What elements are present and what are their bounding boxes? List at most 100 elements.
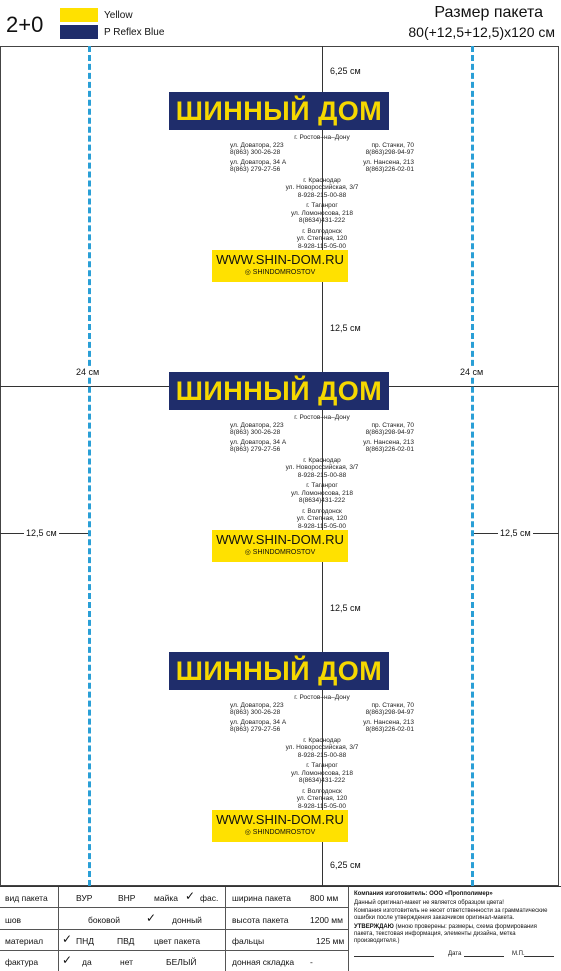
addr-item: ул. Степная, 120 [296, 795, 348, 802]
spec-table: вид пакета ВУР ВНР майка ✓ фас. ширина п… [0, 886, 561, 971]
city-taganrog: г. Таганрог [306, 482, 338, 489]
instagram-row: ◎ SHINDOMROSTOV [212, 548, 348, 557]
website-url[interactable]: WWW.SHIN-DOM.RU [216, 532, 344, 547]
addr-item: ул. Новороссийская, 3/7 [285, 464, 359, 471]
option-no[interactable]: нет [120, 957, 134, 967]
city-volgodonsk: г. Волгодонск [302, 787, 342, 795]
note-color: Данный оригинал-макет не является образц… [354, 900, 504, 906]
web-banner: WWW.SHIN-DOM.RU ◎ SHINDOMROSTOV [212, 810, 348, 842]
dim-mid1: 12,5 см [328, 323, 363, 333]
phone-item: 8-928-115-05-00 [298, 802, 346, 810]
package-size-title: Размер пакета [434, 4, 543, 21]
dim-mid2: 12,5 см [328, 603, 363, 613]
instagram-row: ◎ SHINDOMROSTOV [212, 828, 348, 837]
dim-bottom: 6,25 см [328, 860, 363, 870]
addr-item: пр. Стачки, 70 [371, 141, 414, 149]
addr-item: ул. Нансена, 213 [363, 718, 414, 726]
checkmark-icon: ✓ [185, 889, 196, 903]
manufacturer: Компания изготовитель: ООО «Пропполимер» [354, 891, 493, 897]
option-vnr[interactable]: ВНР [118, 893, 136, 903]
param-width-value: 800 мм [310, 893, 339, 903]
option-bottom[interactable]: донный [172, 915, 202, 925]
addr-item: ул. Ломоносова, 218 [290, 769, 354, 777]
phone-item: 8(863)298-94-97 [365, 709, 414, 716]
addr-row: 8(863) 300-26-28 8(863)298-94-97 [230, 709, 414, 717]
phone-item: 8(8634)431-222 [298, 217, 346, 224]
instagram-icon: ◎ [244, 549, 251, 556]
phone-item: 8(863) 300-26-28 [230, 429, 281, 436]
table-divider [0, 950, 348, 951]
phone-item: 8(8634)431-222 [298, 777, 346, 784]
option-side[interactable]: боковой [88, 915, 121, 925]
city-krasnodar: г. Краснодар [303, 176, 341, 184]
city-taganrog: г. Таганрог [306, 762, 338, 769]
yellow-swatch [60, 8, 98, 22]
dim-left-24: 24 см [74, 367, 102, 377]
approve-label: УТВЕРЖДАЮ [354, 924, 394, 930]
package-color-label: цвет пакета [154, 936, 201, 946]
checkmark-icon: ✓ [62, 953, 73, 967]
instagram-icon: ◎ [244, 829, 251, 836]
addr-item: ул. Доватора, 223 [230, 141, 284, 149]
row-label-package-type: вид пакета [5, 893, 48, 903]
option-vur[interactable]: ВУР [76, 893, 93, 903]
option-yes[interactable]: да [82, 957, 92, 967]
website-url[interactable]: WWW.SHIN-DOM.RU [216, 812, 344, 827]
checkmark-icon: ✓ [146, 911, 157, 925]
city-volgodonsk: г. Волгодонск [302, 227, 342, 235]
web-banner: WWW.SHIN-DOM.RU ◎ SHINDOMROSTOV [212, 250, 348, 282]
phone-item: 8-928-215-00-88 [297, 471, 347, 479]
signature-line [354, 956, 434, 957]
package-frame [0, 46, 559, 886]
addr-row: 8(863) 279-27-56 8(863)226-02-01 [230, 166, 414, 174]
brand-block-1: ШИННЫЙ ДОМ г. Ростов–на–Дону ул. Доватор… [169, 92, 475, 282]
param-height-label: высота пакета [232, 915, 289, 925]
phone-item: 8(863)226-02-01 [365, 726, 414, 733]
addr-item: ул. Нансена, 213 [363, 158, 414, 166]
param-bottom-fold-value: - [310, 957, 313, 967]
approve-note: (мною проверены: размеры, схема формиров… [354, 924, 537, 944]
logo: ШИННЫЙ ДОМ [169, 92, 389, 130]
phone-item: 8(863) 279-27-56 [230, 726, 281, 733]
table-divider [348, 887, 349, 971]
option-fas[interactable]: фас. [200, 893, 219, 903]
city-taganrog: г. Таганрог [306, 202, 338, 209]
option-pnd[interactable]: ПНД [76, 936, 95, 946]
approval-block: УТВЕРЖДАЮ (мною проверены: размеры, схем… [354, 924, 556, 945]
addr-row: ул. Доватора, 34 А ул. Нансена, 213 [230, 159, 414, 167]
instagram-handle: SHINDOMROSTOV [252, 549, 316, 556]
addr-item: ул. Степная, 120 [296, 515, 348, 522]
row-label-material: материал [5, 936, 44, 946]
phone-item: 8-928-215-00-88 [297, 191, 347, 199]
row-label-texture: фактура [5, 957, 39, 967]
left-gusset-line [88, 46, 91, 886]
blue-swatch [60, 25, 98, 39]
brand-block-2: ШИННЫЙ ДОМ г. Ростов–на–Дону ул. Доватор… [169, 372, 475, 562]
addr-item: ул. Новороссийская, 3/7 [285, 184, 359, 191]
option-pvd[interactable]: ПВД [117, 936, 135, 946]
addr-item: ул. Доватора, 34 А [230, 158, 287, 166]
option-mayka[interactable]: майка [154, 893, 178, 903]
city-krasnodar: г. Краснодар [303, 456, 341, 464]
param-width-label: ширина пакета [232, 893, 291, 903]
param-bottom-fold-label: донная складка [232, 957, 295, 967]
addr-item: ул. Доватора, 223 [230, 701, 284, 709]
swatch-label-blue: P Reflex Blue [104, 27, 165, 38]
stamp-line [524, 956, 554, 957]
phone-item: 8(863) 300-26-28 [230, 709, 281, 716]
city-krasnodar: г. Краснодар [303, 736, 341, 744]
addr-item: ул. Доватора, 223 [230, 421, 284, 429]
right-gusset-line [471, 46, 474, 886]
table-divider [0, 907, 348, 908]
center-guide-line [322, 46, 323, 886]
phone-item: 8(863) 279-27-56 [230, 166, 281, 173]
phone-item: 8(863)226-02-01 [365, 166, 414, 173]
param-folds-label: фальцы [232, 936, 265, 946]
website-url[interactable]: WWW.SHIN-DOM.RU [216, 252, 344, 267]
